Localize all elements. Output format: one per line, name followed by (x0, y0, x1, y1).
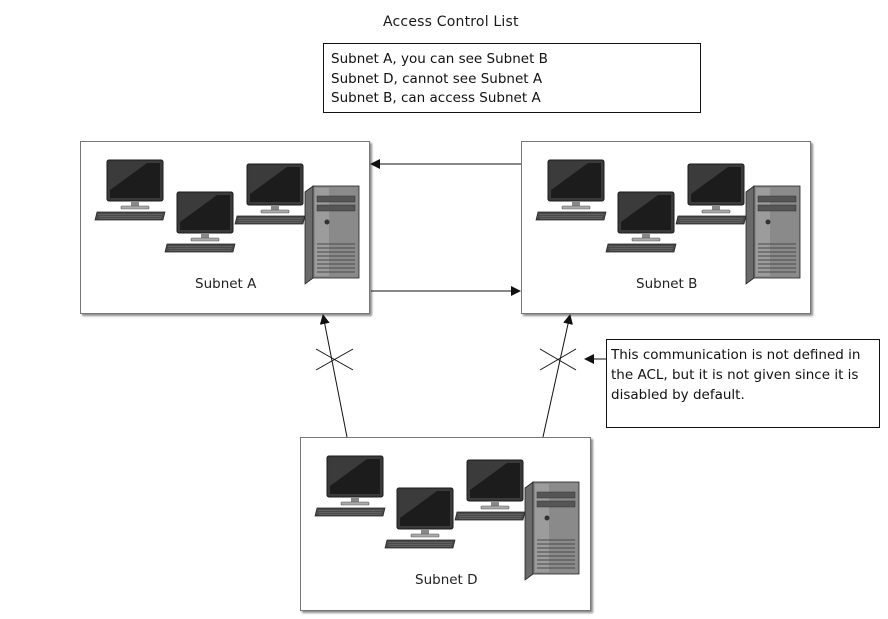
subnet-a-label: Subnet A (195, 276, 257, 292)
workstation-icon (314, 455, 386, 517)
subnet-b-box: Subnet B (521, 141, 811, 314)
server-tower-icon (745, 185, 801, 285)
server-tower-icon (524, 481, 580, 581)
workstation-icon (94, 159, 166, 221)
server-tower-icon (304, 185, 360, 285)
workstation-icon (535, 159, 607, 221)
subnet-b-label: Subnet B (636, 276, 698, 292)
workstation-icon (605, 191, 677, 253)
diagram-title: Access Control List (383, 14, 519, 30)
workstation-icon (384, 487, 456, 549)
workstation-icon (234, 163, 306, 225)
connection-d-to-b-arrow (542, 314, 573, 438)
workstation-icon (454, 459, 526, 521)
subnet-d-box: Subnet D (300, 437, 591, 611)
acl-rule: Subnet B, can access Subnet A (331, 90, 541, 106)
subnet-b-computers (535, 159, 801, 285)
acl-rule: Subnet D, cannot see Subnet A (331, 70, 543, 87)
blocked-cross-icon (315, 348, 354, 371)
subnet-d-label: Subnet D (415, 572, 478, 588)
default-deny-note: This communication is not defined in the… (606, 339, 880, 428)
connection-d-to-a-arrow (319, 314, 348, 438)
blocked-cross-icon (539, 348, 577, 371)
acl-rules-box: Subnet A, you can see Subnet B Subnet D,… (323, 43, 701, 113)
acl-rule: Subnet A, you can see Subnet B (331, 51, 548, 67)
workstation-icon (675, 163, 747, 225)
workstation-icon (164, 191, 236, 253)
subnet-a-box: Subnet A (80, 141, 370, 314)
subnet-a-computers (94, 159, 360, 285)
subnet-d-computers (314, 455, 580, 581)
